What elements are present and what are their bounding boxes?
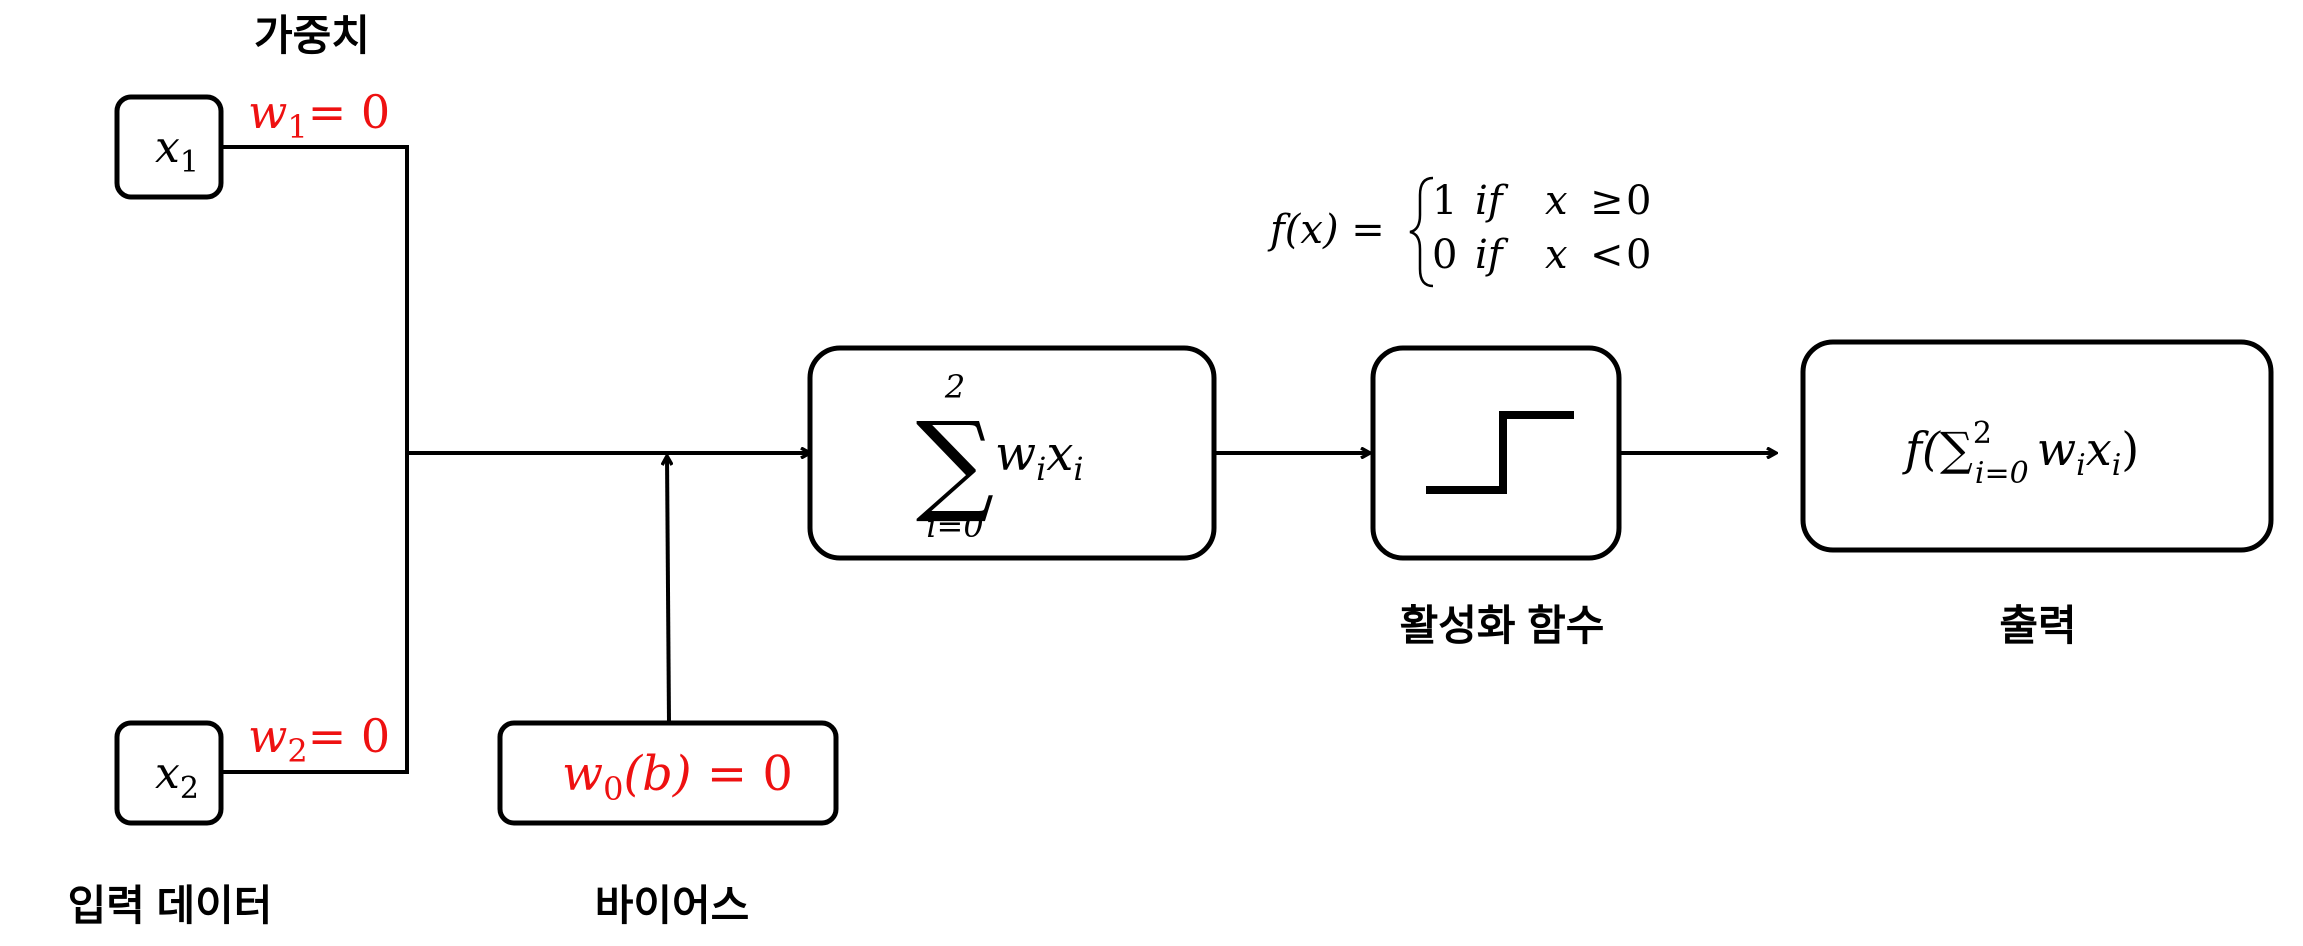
formula-brace xyxy=(1409,176,1434,288)
sum-lower-limit: i=0 xyxy=(926,507,983,545)
weight-w1: w1= 0 xyxy=(248,85,390,146)
weight-w2: w2= 0 xyxy=(248,709,390,770)
input-x1-wire xyxy=(221,145,409,453)
input-x2-wire xyxy=(221,453,409,774)
output-label: 출력 xyxy=(1999,602,2076,649)
input-x2: x2 xyxy=(155,748,199,806)
output-box xyxy=(1800,339,2274,553)
formula-lhs: f(x) = xyxy=(1267,207,1385,253)
formula-case-2: 0 if x < 0 xyxy=(1432,232,1651,278)
activation-formula: f(x) = 1 if x ≥ 0 0 if x < 0 xyxy=(1267,176,1651,288)
bias-w0: w0(b) = 0 xyxy=(562,746,793,808)
sum-sigma-symbol: ∑ xyxy=(916,398,995,526)
formula-case-1: 1 if x ≥ 0 xyxy=(1432,178,1651,224)
sum-term: wixi xyxy=(995,426,1084,488)
sum-upper-limit: 2 xyxy=(944,368,965,406)
weights-label: 가중치 xyxy=(254,12,370,59)
input-x1: x1 xyxy=(155,122,199,180)
activation-function-label: 활성화 함수 xyxy=(1400,602,1605,649)
step-function-icon xyxy=(1426,411,1574,494)
bias-arrow xyxy=(667,456,669,724)
bias-label: 바이어스 xyxy=(595,882,750,929)
input-data-label: 입력 데이터 xyxy=(68,882,273,929)
activation-box xyxy=(1370,345,1622,561)
